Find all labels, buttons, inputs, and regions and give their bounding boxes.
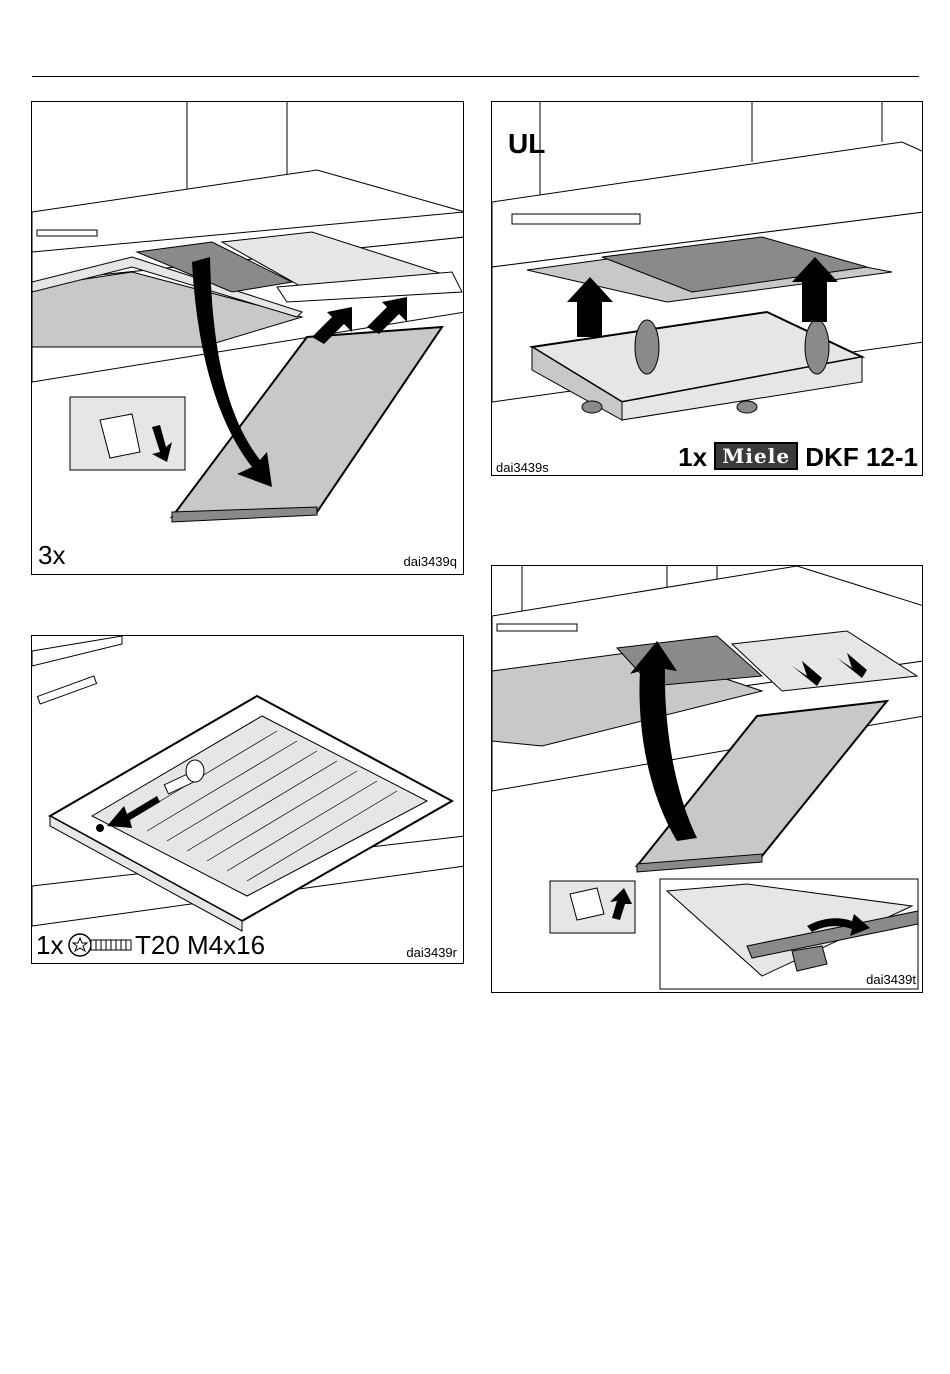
hood-filter-removal-illustration <box>32 102 464 575</box>
figure-code: dai3439r <box>406 945 457 960</box>
quantity-label: 1x <box>36 930 63 961</box>
filter-model-label: 1x Miele DKF 12-1 <box>678 442 918 473</box>
control-buttons <box>37 676 96 704</box>
hood-filter-refit-illustration <box>492 566 923 993</box>
quantity-label: 1x <box>678 442 707 472</box>
figure-code: dai3439s <box>496 460 549 475</box>
filter-screw-illustration <box>32 636 464 964</box>
panel-filter-screw: 1x T20 M4x16 dai3439r <box>31 635 464 964</box>
panel-filter-removal: 3x dai3439q <box>31 101 464 575</box>
region-label: UL <box>508 128 545 160</box>
panel-charcoal-filter: UL dai3439s 1x Miele DKF 12-1 <box>491 101 923 476</box>
screw-spec-label: T20 M4x16 <box>135 930 265 961</box>
brand-logo: Miele <box>714 442 798 470</box>
panel-filter-refit: dai3439t <box>491 565 923 993</box>
figure-code: dai3439t <box>866 972 916 987</box>
latch-inset <box>70 397 185 470</box>
torx-screw-icon <box>68 932 134 958</box>
header-rule <box>32 76 919 77</box>
model-label: DKF 12-1 <box>805 442 918 472</box>
figure-code: dai3439q <box>404 554 458 569</box>
quantity-label: 3x <box>38 540 65 571</box>
charcoal-filter-insert-illustration <box>492 102 923 476</box>
latch-inset <box>550 881 635 933</box>
